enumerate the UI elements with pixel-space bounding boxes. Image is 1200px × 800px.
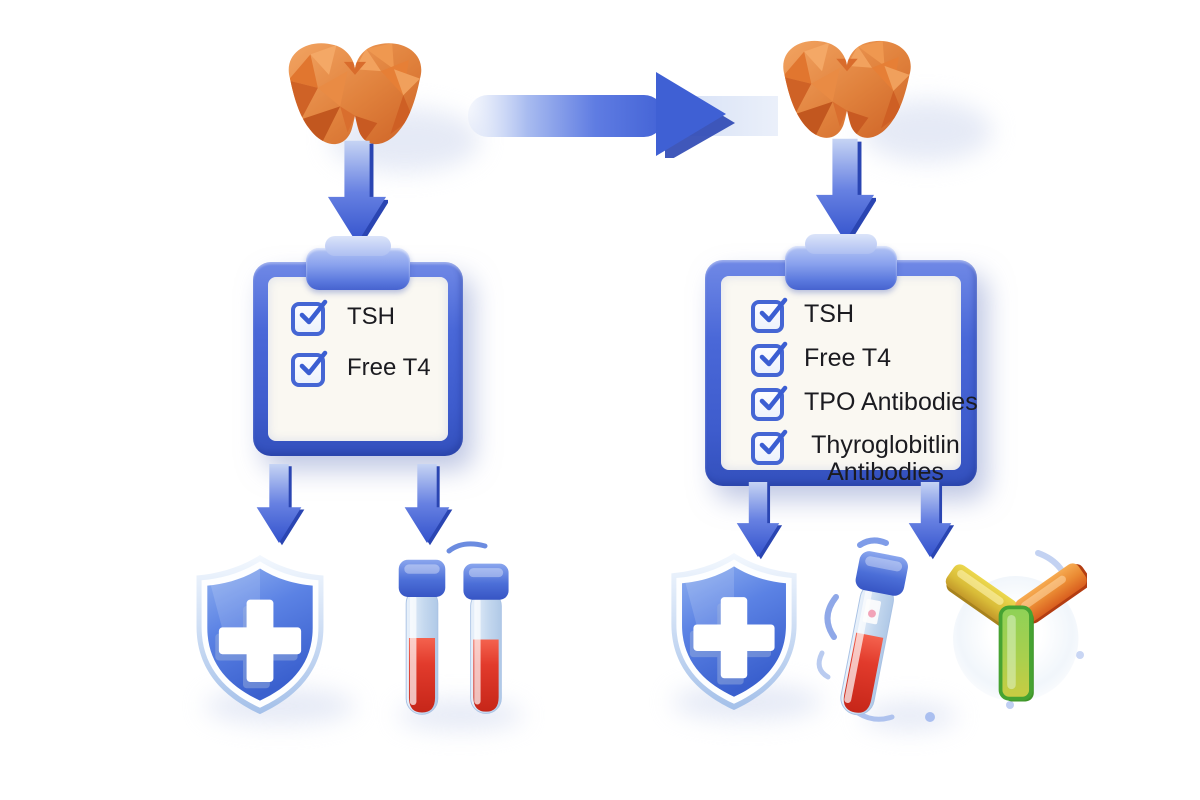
clipboard-clip xyxy=(306,236,410,290)
test-tube-icon xyxy=(823,544,917,725)
checkbox-checked-icon xyxy=(751,429,788,465)
checkbox-checked-icon xyxy=(751,341,788,377)
checklist-item: TSH xyxy=(291,299,453,336)
shadow-blob xyxy=(862,702,957,730)
checklist: TSH Free T4 xyxy=(291,299,453,404)
clipboard-checklist: TSH Free T4 TPO Antibodies xyxy=(705,234,978,486)
arrow-down-icon xyxy=(256,464,305,546)
shield-cross-icon xyxy=(671,553,797,711)
checkmark-icon xyxy=(759,341,788,367)
test-tube-icon xyxy=(398,559,446,715)
checkmark-icon xyxy=(299,299,328,325)
antibody-icon xyxy=(939,558,1087,704)
checklist-item-label: Free T4 xyxy=(347,354,431,381)
checklist-item-label: TSH xyxy=(804,300,854,328)
checklist-item-label: TSH xyxy=(347,303,395,330)
splash-decoration xyxy=(446,541,488,554)
checkmark-icon xyxy=(759,297,788,323)
checklist-item-label: Free T4 xyxy=(804,344,892,372)
checkbox-checked-icon xyxy=(751,385,788,421)
clipboard-checklist: TSH Free T4 xyxy=(253,236,463,456)
arrow-down-icon xyxy=(404,464,453,546)
checkbox-checked-icon xyxy=(751,297,788,333)
checkmark-icon xyxy=(299,350,328,376)
flow-arrow-right-icon xyxy=(468,72,778,158)
arrow-down-icon xyxy=(327,140,388,247)
checklist-item: Free T4 xyxy=(751,341,967,377)
checklist-item-label: Thyroglobitlin Antibodies xyxy=(811,431,960,486)
clipboard-clip xyxy=(785,234,897,290)
arrow-down-icon xyxy=(815,138,876,245)
checkbox-checked-icon xyxy=(291,299,328,336)
checklist-item: TSH xyxy=(751,297,967,333)
checkmark-icon xyxy=(759,429,788,455)
checkbox-checked-icon xyxy=(291,350,328,387)
checklist-item: Free T4 xyxy=(291,350,453,387)
test-tube-icon xyxy=(462,563,510,714)
checklist: TSH Free T4 TPO Antibodies xyxy=(751,297,978,497)
shield-cross-icon xyxy=(196,554,324,715)
checklist-item-label: TPO Antibodies xyxy=(804,388,978,416)
checkmark-icon xyxy=(759,385,788,411)
checklist-item: Thyroglobitlin Antibodies xyxy=(751,429,967,486)
checklist-item: TPO Antibodies xyxy=(751,385,978,421)
